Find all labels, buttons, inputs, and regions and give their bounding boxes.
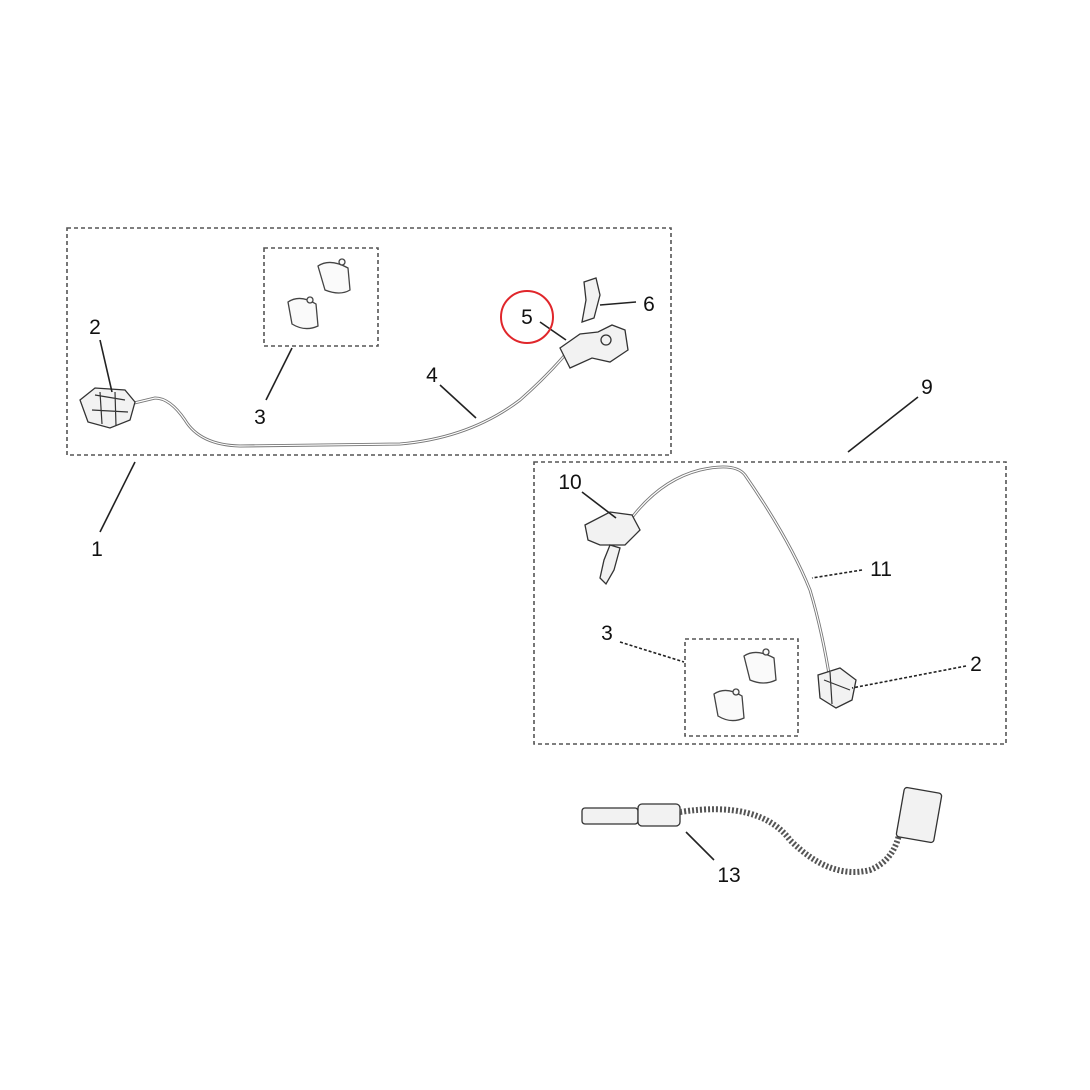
front-caliper [79,387,136,429]
callout-2-left: 2 [89,316,101,339]
pad-box-rear [684,638,799,737]
callout-10: 10 [558,471,581,494]
callout-1: 1 [91,538,103,561]
highlight-circle [500,290,554,344]
rear-pads [713,648,777,722]
callout-6: 6 [643,293,655,316]
rear-brake-lever [584,511,641,586]
callout-9: 9 [921,376,933,399]
pad-box-front [263,247,379,347]
kit-box-rear [533,461,1007,745]
callout-3-left: 3 [254,406,266,429]
callout-2-right: 2 [970,653,982,676]
kit-box-front [66,227,672,456]
rear-caliper [817,667,857,709]
callout-13: 13 [717,864,740,887]
brake-sensor-cable [581,786,943,875]
callout-11: 11 [870,558,892,581]
callout-4: 4 [426,364,438,387]
callout-5: 5 [521,306,533,329]
callout-3-right: 3 [601,622,613,645]
front-hose [129,354,567,448]
front-brake-lever [559,277,629,369]
front-pads [287,258,351,330]
rear-hose [628,465,832,681]
leader-lines [99,301,967,861]
